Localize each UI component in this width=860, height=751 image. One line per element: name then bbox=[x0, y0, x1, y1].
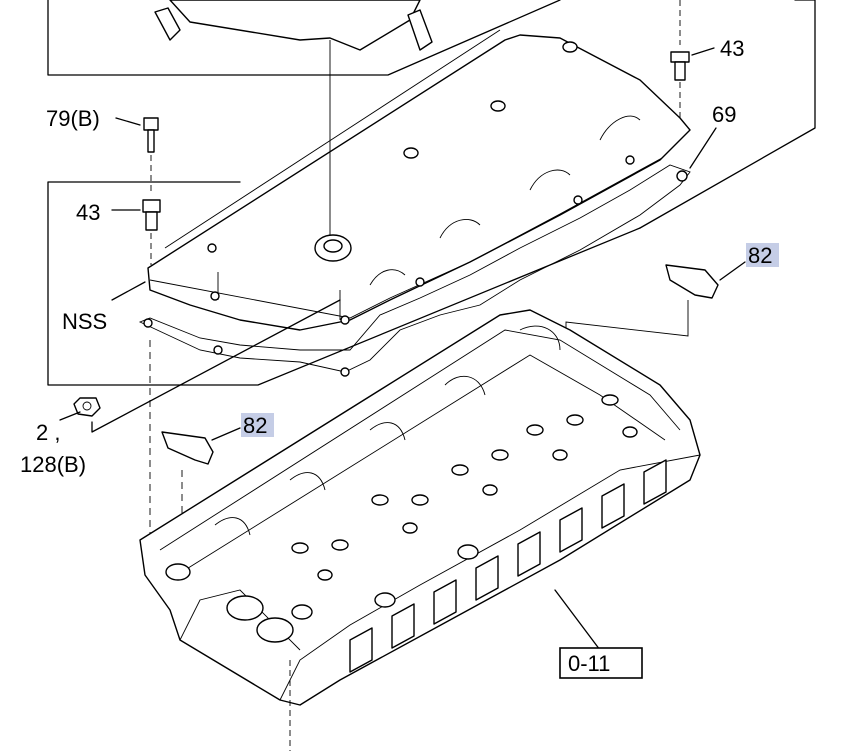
nut-2 bbox=[59, 299, 341, 433]
label-0-11: 0-11 bbox=[568, 651, 610, 676]
label-128b: 128(B) bbox=[20, 452, 86, 477]
highlight-82-left bbox=[241, 413, 274, 437]
ref-box-0-11 bbox=[559, 647, 643, 679]
cylinder-head bbox=[139, 309, 701, 751]
bolt-79b bbox=[115, 117, 159, 195]
label-nss: NSS bbox=[62, 309, 107, 334]
cap-reference-frame bbox=[47, 0, 816, 229]
label-43-left: 43 bbox=[76, 200, 100, 225]
leader-69 bbox=[689, 127, 717, 169]
bolt-43-left bbox=[111, 199, 161, 265]
cover-group-frame bbox=[47, 181, 641, 386]
cover-gasket bbox=[138, 164, 691, 377]
oil-cap-fragment bbox=[154, 0, 433, 51]
cam-plug-82-left bbox=[161, 427, 241, 555]
highlight-82-right bbox=[746, 243, 779, 267]
cam-plug-82-right bbox=[565, 261, 746, 337]
label-82-right: 82 bbox=[748, 243, 772, 268]
rocker-cover bbox=[147, 29, 691, 331]
label-2: 2 , bbox=[36, 420, 60, 445]
label-43-top: 43 bbox=[720, 36, 744, 61]
label-79b: 79(B) bbox=[46, 106, 100, 131]
label-82-left: 82 bbox=[243, 413, 267, 438]
bolt-43-top bbox=[670, 0, 715, 118]
leader-nss bbox=[111, 281, 146, 301]
label-69: 69 bbox=[712, 102, 736, 127]
